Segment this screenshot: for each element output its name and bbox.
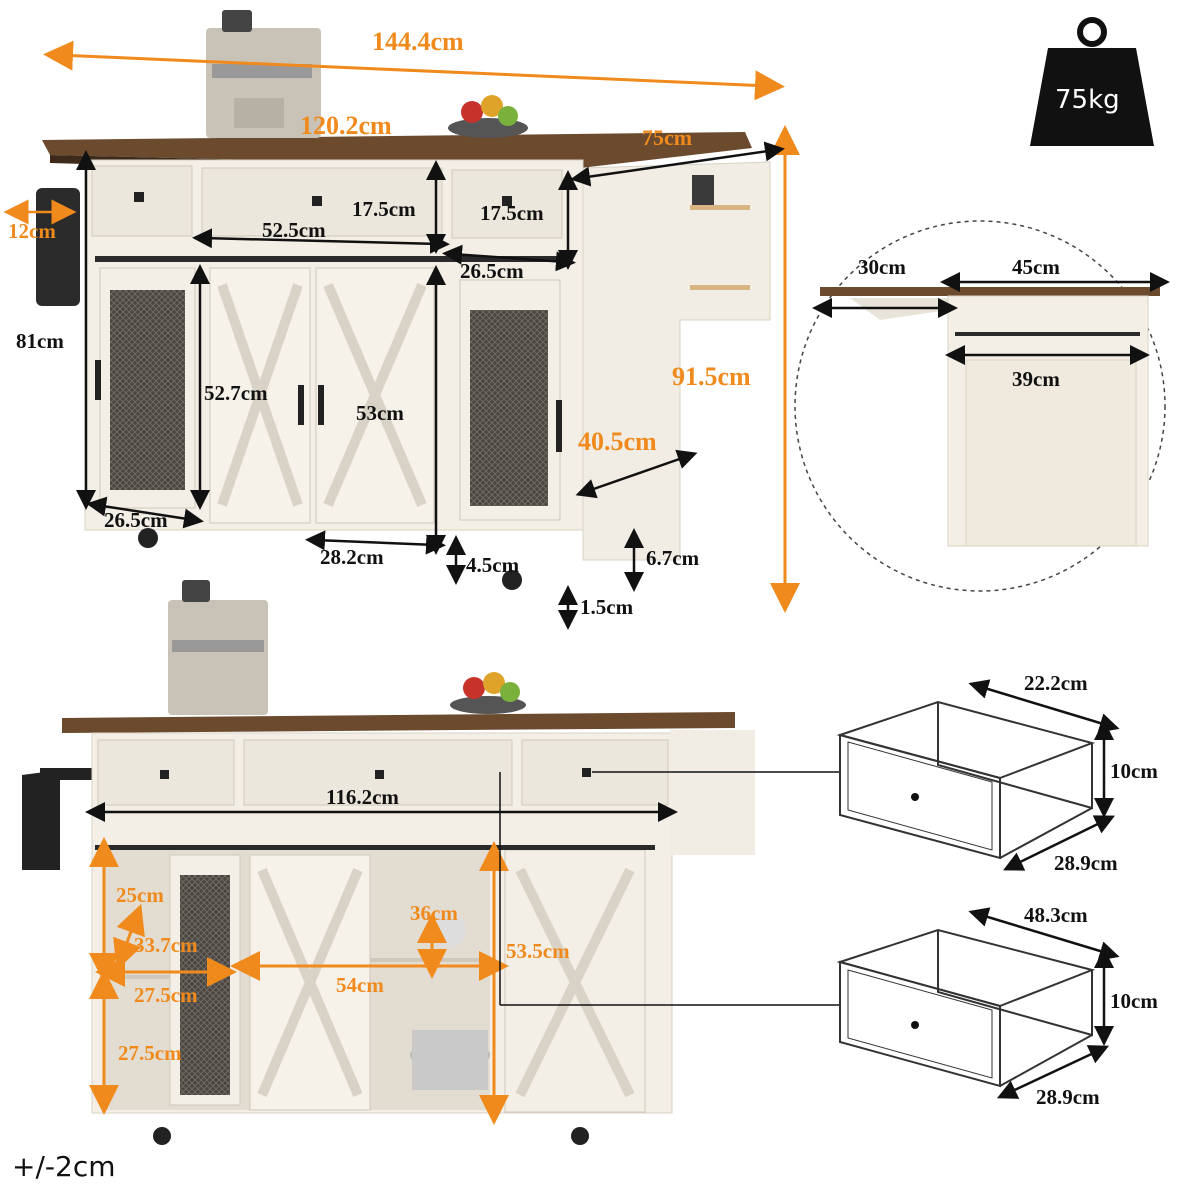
fruit-bowl <box>448 95 528 138</box>
top-width-label: 120.2cm <box>300 111 392 140</box>
side-panel <box>582 161 771 561</box>
shelf-w-label: 27.5cm <box>134 983 198 1007</box>
mid-h-label: 36cm <box>410 901 458 925</box>
small-drawer-height-label: 10cm <box>1110 759 1158 783</box>
detail-circle: 30cm 45cm 39cm <box>794 220 1170 592</box>
drawer-w-mid-label: 52.5cm <box>262 218 326 242</box>
rail-label: 39cm <box>1012 367 1060 391</box>
shelf-h-bottom-label: 27.5cm <box>118 1041 182 1065</box>
weight-label: 75kg <box>1055 85 1120 115</box>
fruit-bowl <box>450 672 526 714</box>
mid-w-label: 54cm <box>336 973 384 997</box>
base-h-label: 4.5cm <box>466 553 520 577</box>
towel-bar <box>36 188 80 306</box>
floor-gap-label: 1.5cm <box>580 595 634 619</box>
cab-w-left-label: 26.5cm <box>104 508 168 532</box>
door-h-left-label: 52.7cm <box>204 381 268 405</box>
handle-out-label: 12cm <box>8 219 56 243</box>
door-w-label: 28.2cm <box>320 545 384 569</box>
small-drawer-depth-label: 28.9cm <box>1054 851 1118 875</box>
tolerance-label: +/-2cm <box>12 1150 115 1183</box>
wheel-h-label: 6.7cm <box>646 546 700 570</box>
top-kitchen-island <box>36 10 771 590</box>
large-drawer-depth-label: 28.9cm <box>1036 1085 1100 1109</box>
shelf-h-top-label: 25cm <box>116 883 164 907</box>
inner-width-label: 116.2cm <box>326 785 399 809</box>
large-drawer-height-label: 10cm <box>1110 989 1158 1013</box>
drawer-h-right-label: 17.5cm <box>480 201 544 225</box>
small-drawer-width-label: 22.2cm <box>1024 671 1088 695</box>
right-h-label: 53.5cm <box>506 939 570 963</box>
countertop <box>62 712 735 733</box>
door-h-right-label: 53cm <box>356 401 404 425</box>
drawer-w-right-label: 26.5cm <box>460 259 524 283</box>
top-label: 45cm <box>1012 255 1060 279</box>
overall-width-label: 144.4cm <box>372 27 464 56</box>
large-drawer-diagram: 48.3cm 10cm 28.9cm <box>836 903 1158 1109</box>
depth-label: 75cm <box>642 125 692 150</box>
bottom-dimension-lines <box>85 771 840 1125</box>
side-depth-label: 40.5cm <box>578 427 657 456</box>
large-drawer-width-label: 48.3cm <box>1024 903 1088 927</box>
weight-icon: 75kg <box>1030 17 1154 146</box>
total-h-label: 91.5cm <box>672 362 751 391</box>
body-h-label: 81cm <box>16 329 64 353</box>
shelf-diag-label: 33.7cm <box>134 933 198 957</box>
leaf-label: 30cm <box>858 255 906 279</box>
top-dimension-lines <box>3 40 800 630</box>
drawer-h-left-label: 17.5cm <box>352 197 416 221</box>
small-drawer-diagram: 22.2cm 10cm 28.9cm <box>836 671 1158 875</box>
coffee-machine <box>168 580 268 715</box>
towel-bar <box>22 770 60 870</box>
